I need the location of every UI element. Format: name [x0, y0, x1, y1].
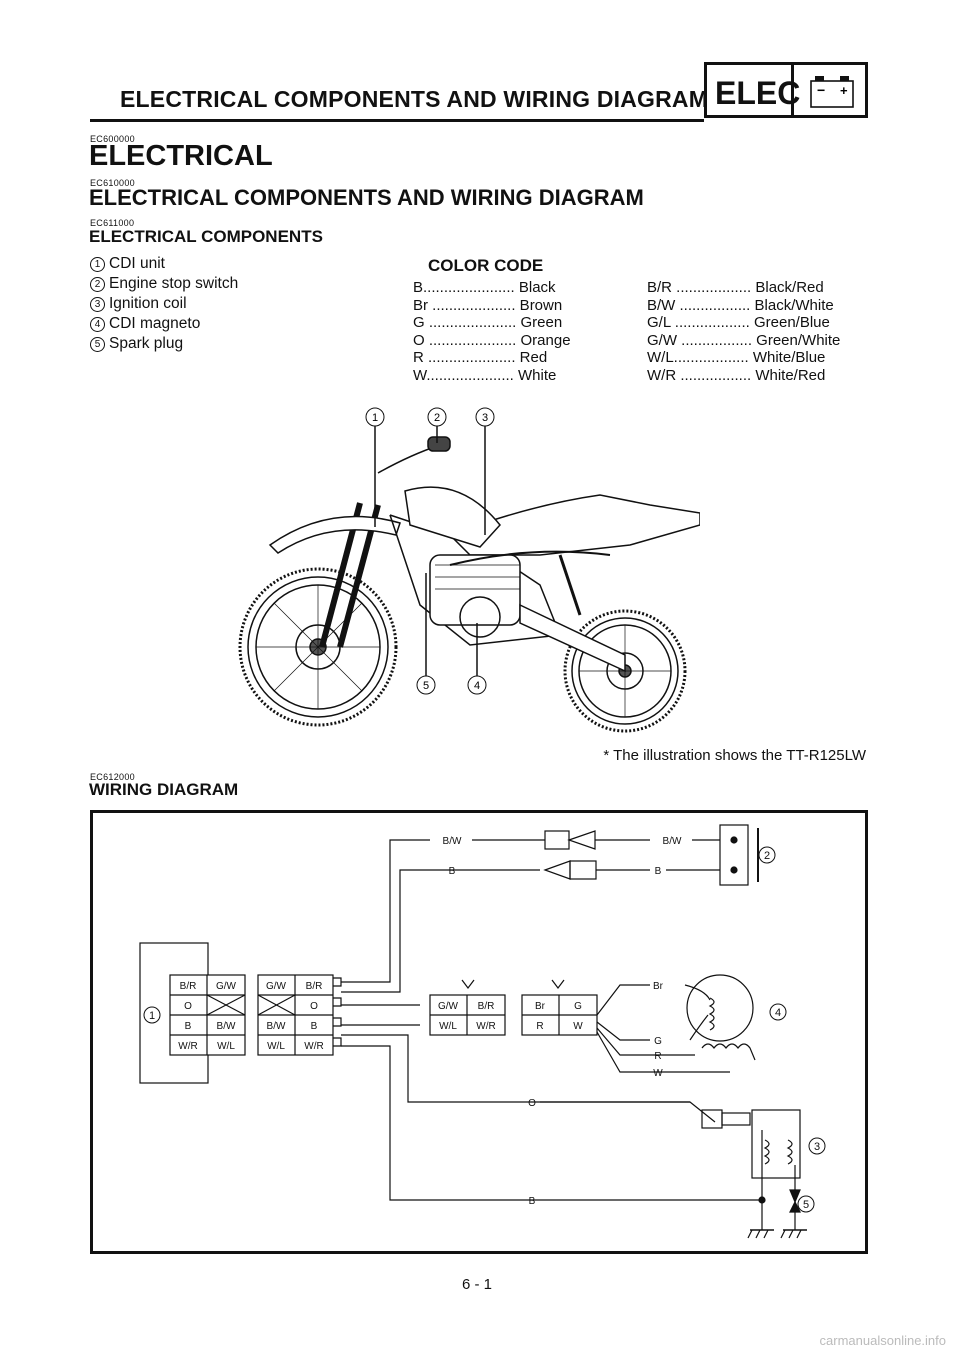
callout-3: 3 — [482, 412, 488, 424]
component-label: Ignition coil — [109, 295, 187, 312]
component-label: CDI magneto — [109, 315, 201, 332]
component-number: 2 — [90, 276, 105, 292]
label-cdi-unit: 1 — [149, 1010, 155, 1022]
color-code-row: O ..................... Orange — [413, 331, 571, 349]
wire-label-bw-left: B/W — [443, 836, 462, 847]
motorcycle-illustration: 1 2 3 4 5 — [238, 407, 700, 733]
wire-label-w: W — [653, 1068, 663, 1079]
cdi-cell: W/R — [178, 1041, 197, 1052]
label-ignition-coil: 3 — [814, 1141, 820, 1153]
battery-minus: − — [817, 82, 825, 98]
component-number: 4 — [90, 316, 105, 332]
color-code-title: COLOR CODE — [428, 256, 544, 275]
coupler-cell: B — [311, 1021, 318, 1032]
cdi-cell: B/R — [180, 981, 197, 992]
callout-1: 1 — [372, 412, 378, 424]
magneto-coupler-cell: R — [536, 1021, 543, 1032]
magneto-coupler-cell: W — [573, 1021, 583, 1032]
section-code-electrical: EC600000 — [90, 134, 135, 144]
callout-2: 2 — [434, 412, 440, 424]
cdi-cell: B/W — [217, 1021, 236, 1032]
color-code-right-column: B/R .................. Black/Red B/W ...… — [647, 279, 840, 384]
badge-separator — [791, 65, 794, 115]
component-label: CDI unit — [109, 255, 165, 272]
magneto-coupler-cell: Br — [535, 1001, 546, 1012]
magneto-coupler-cell: G — [574, 1001, 582, 1012]
coupler-cell: W/L — [267, 1041, 285, 1052]
page-header-title: ELECTRICAL COMPONENTS AND WIRING DIAGRAM — [120, 86, 709, 112]
coupler-cell: O — [310, 1001, 318, 1012]
component-number: 5 — [90, 336, 105, 352]
wire-label-bw-right: B/W — [663, 836, 682, 847]
cdi-cell: B — [185, 1021, 192, 1032]
elec-badge: ELEC − + — [704, 62, 868, 118]
cdi-cell: G/W — [216, 981, 237, 992]
section-code-wiring: EC612000 — [90, 772, 135, 782]
coupler-cell: W/R — [304, 1041, 323, 1052]
wire-label-br: Br — [653, 981, 664, 992]
callout-5: 5 — [423, 680, 429, 692]
label-engine-stop-switch: 2 — [764, 850, 770, 862]
mid-coupler-cell: B/R — [478, 1001, 495, 1012]
page-number: 6 - 1 — [462, 1276, 493, 1293]
battery-icon: − + — [810, 76, 854, 108]
coupler-cell: G/W — [266, 981, 287, 992]
color-code-row: W/L.................. White/Blue — [647, 349, 826, 366]
section-title-components: ELECTRICAL COMPONENTS — [89, 227, 323, 246]
wire-label-o: O — [528, 1098, 536, 1109]
elec-badge-label: ELEC — [715, 75, 801, 111]
mid-coupler-cell: G/W — [438, 1001, 459, 1012]
battery-plus: + — [840, 83, 848, 98]
color-code-row: R ..................... Red — [413, 349, 548, 366]
section-code-components: EC611000 — [90, 218, 135, 228]
mid-coupler-cell: W/R — [476, 1021, 495, 1032]
callout-4: 4 — [474, 680, 480, 692]
coupler-cell: B/W — [267, 1021, 286, 1032]
label-cdi-magneto: 4 — [775, 1007, 781, 1019]
wire-label-b-right: B — [655, 866, 662, 877]
coupler-cell: B/R — [306, 981, 323, 992]
color-code-row: G/W ................. Green/White — [647, 331, 841, 349]
section-title-wiring: WIRING DIAGRAM — [89, 780, 239, 799]
section-code-components-wiring: EC610000 — [90, 178, 135, 188]
color-code-row: G/L .................. Green/Blue — [647, 314, 830, 331]
component-label: Engine stop switch — [109, 275, 239, 292]
color-code-row: Br .................... Brown — [413, 296, 563, 314]
color-code-row: W..................... White — [413, 366, 557, 384]
color-code-row: W/R ................. White/Red — [647, 366, 826, 384]
wire-label-g: G — [654, 1036, 662, 1047]
color-code-left-column: B...................... Black Br .......… — [413, 279, 571, 384]
color-code-row: B/W ................. Black/White — [647, 296, 834, 314]
color-code-row: B/R .................. Black/Red — [647, 279, 824, 296]
mid-coupler-cell: W/L — [439, 1021, 457, 1032]
section-title-electrical: ELECTRICAL — [89, 140, 273, 172]
footer-watermark: carmanualsonline.info — [819, 1333, 946, 1348]
wire-label-b-bottom: B — [529, 1196, 536, 1207]
component-number: 3 — [90, 296, 105, 312]
wire-label-r: R — [654, 1051, 661, 1062]
component-number: 1 — [90, 256, 105, 272]
cdi-cell: O — [184, 1001, 192, 1012]
color-code-row: G ..................... Green — [413, 314, 563, 331]
component-label: Spark plug — [109, 335, 184, 352]
cdi-cell: W/L — [217, 1041, 235, 1052]
wiring-diagram: B/R G/W O B B/W W/R W/L G/W B/R O B/W B … — [90, 810, 868, 1254]
wire-label-b-left: B — [449, 866, 456, 877]
illustration-caption: * The illustration shows the TT-R125LW — [603, 747, 866, 764]
color-code-row: B...................... Black — [413, 279, 556, 296]
label-spark-plug: 5 — [803, 1199, 809, 1211]
header-rule — [90, 119, 704, 122]
section-title-components-wiring: ELECTRICAL COMPONENTS AND WIRING DIAGRAM — [89, 185, 644, 210]
